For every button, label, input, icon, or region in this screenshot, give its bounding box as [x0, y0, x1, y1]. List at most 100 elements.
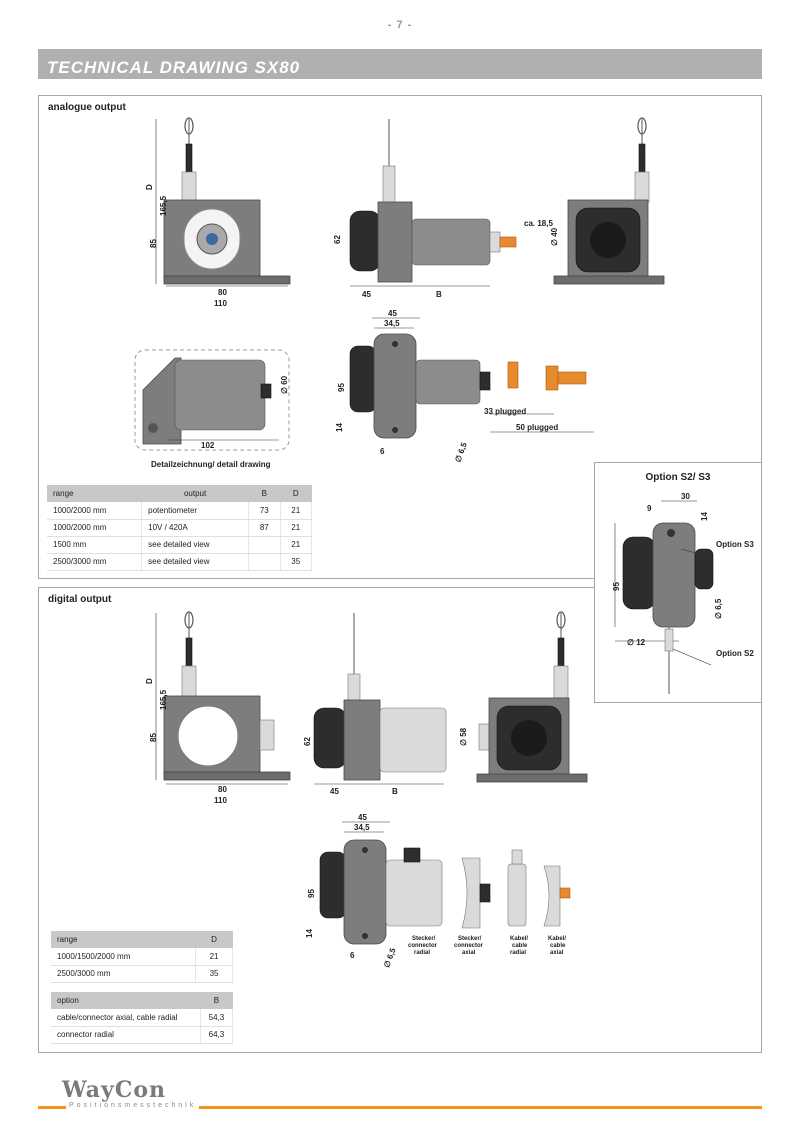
table-cell: 1500 mm — [47, 536, 143, 554]
logo-tagline: Positionsmesstechnik — [66, 1102, 200, 1109]
connector-label-line: axial — [550, 950, 564, 956]
connector-label-line: connector — [408, 943, 438, 949]
digital-dim-62: 62 — [303, 737, 312, 746]
digital-dim-d: D — [145, 678, 154, 684]
digital-dim-14: 14 — [305, 929, 314, 938]
connector-label-line: axial — [462, 950, 476, 956]
analog-dim-14: 14 — [335, 423, 344, 432]
table-cell: 21 — [195, 948, 233, 966]
digital-dim-top345: 34,5 — [354, 823, 370, 832]
table-cell: 21 — [280, 519, 312, 537]
option-s2-s3-box: Option S2/ S3 30 9 14 95 ∅ 6,5 ∅ 12 Opti… — [594, 462, 762, 703]
digital-dim-dia65: ∅ 6,5 — [382, 946, 398, 969]
table-cell — [248, 553, 281, 571]
table-header-cell: B — [200, 992, 233, 1009]
option-dim-dia65: ∅ 6,5 — [714, 598, 723, 619]
digital-rear-view — [476, 611, 588, 783]
analog-section-title: analogue output — [48, 102, 126, 113]
analog-dim-dia40: ∅ 40 — [550, 227, 559, 246]
table-cell: see detailed view — [141, 536, 250, 554]
table-cell: 54,3 — [200, 1009, 234, 1027]
digital-option-table: option B cable/connector axial, cable ra… — [51, 992, 234, 1044]
page-number: - 7 - — [387, 19, 413, 31]
option-dim-30: 30 — [681, 492, 690, 501]
option-dim-14: 14 — [700, 512, 709, 521]
page-title: TECHNICAL DRAWING SX80 — [47, 58, 301, 77]
digital-range-table: range D 1000/1500/2000 mm 21 2500/3000 m… — [51, 931, 233, 983]
option-drawing: 30 9 14 95 ∅ 6,5 ∅ 12 — [612, 492, 723, 694]
digital-dim-80: 80 — [218, 785, 227, 794]
analog-front-view: 165,5 D 85 80 110 — [145, 117, 291, 308]
analog-dim-ca: ca. 18,5 — [524, 219, 553, 228]
connector-label-line: radial — [414, 950, 430, 956]
analog-dim-165: 165,5 — [159, 195, 168, 216]
digital-dim-95: 95 — [307, 889, 316, 898]
table-cell: 2500/3000 mm — [51, 965, 197, 983]
table-cell: 21 — [280, 502, 312, 520]
connector-label-line: cable — [512, 943, 528, 949]
table-header-cell: D — [280, 485, 312, 502]
table-header-row: range output B D — [47, 485, 312, 502]
option-dim-dia12: ∅ 12 — [627, 638, 646, 647]
table-row: cable/connector axial, cable radial 54,3 — [51, 1009, 234, 1027]
table-header-cell: D — [195, 931, 233, 948]
analog-dim-6: 6 — [380, 447, 385, 456]
analog-dim-d: D — [145, 184, 154, 190]
analog-dim-top45: 45 — [388, 309, 397, 318]
analog-section: analogue output 165,5 D 85 80 110 ca. 18… — [38, 95, 762, 579]
table-row: connector radial 64,3 — [51, 1026, 234, 1044]
table-header-cell: output — [141, 485, 249, 502]
connector-label-line: Stecker/ — [458, 936, 482, 942]
table-cell: 10V / 420A — [141, 519, 250, 537]
table-cell: 1000/2000 mm — [47, 519, 143, 537]
table-header-cell: range — [47, 485, 142, 502]
analog-dim-45: 45 — [362, 290, 371, 299]
analog-dim-b: B — [436, 290, 442, 299]
analog-detail-dia60: ∅ 60 — [280, 375, 289, 394]
table-row: 2500/3000 mm 35 — [51, 965, 233, 983]
digital-dim-dia58: ∅ 58 — [459, 727, 468, 746]
digital-dim-45: 45 — [330, 787, 339, 796]
digital-dim-top45: 45 — [358, 813, 367, 822]
table-cell: 1000/2000 mm — [47, 502, 143, 520]
table-cell: see detailed view — [141, 553, 250, 571]
table-cell: potentiometer — [141, 502, 250, 520]
title-bar: TECHNICAL DRAWING SX80 — [38, 49, 762, 79]
table-cell: 35 — [195, 965, 233, 983]
option-dim-9: 9 — [647, 504, 652, 513]
table-cell: 2500/3000 mm — [47, 553, 143, 571]
table-cell: 73 — [248, 502, 281, 520]
analog-plug33: 33 plugged — [484, 407, 526, 416]
waycon-logo: WayCon — [62, 1077, 167, 1103]
analog-connector-view: 45 34,5 95 14 6 ∅ 6,5 33 plugged 50 plug… — [335, 309, 594, 464]
table-row: 1000/2000 mm potentiometer 73 21 — [47, 502, 312, 520]
digital-dim-b: B — [392, 787, 398, 796]
option-dim-95: 95 — [612, 582, 621, 591]
table-header-cell: option — [51, 992, 201, 1009]
digital-front-view: 165,5 D 85 80 110 — [145, 611, 291, 805]
table-cell: 21 — [280, 536, 312, 554]
table-header-row: option B — [51, 992, 233, 1009]
table-row: 1500 mm see detailed view 21 — [47, 536, 312, 554]
footer-accent-line — [38, 1106, 762, 1109]
connector-label-line: Kabel/ — [548, 936, 566, 942]
option-s3-label: Option S3 — [716, 540, 754, 549]
analog-dim-95: 95 — [337, 383, 346, 392]
table-cell: 87 — [248, 519, 281, 537]
connector-label-line: cable — [550, 943, 566, 949]
digital-section-title: digital output — [48, 594, 112, 605]
option-s2-label: Option S2 — [716, 649, 754, 658]
digital-dim-85: 85 — [149, 733, 158, 742]
table-header-cell: B — [248, 485, 280, 502]
analog-range-table: range output B D 1000/2000 mm potentiome… — [47, 485, 312, 571]
table-header-cell: range — [51, 931, 196, 948]
analog-dim-62: 62 — [333, 235, 342, 244]
table-cell: 64,3 — [200, 1026, 234, 1044]
table-header-row: range D — [51, 931, 233, 948]
table-row: 1000/2000 mm 10V / 420A 87 21 — [47, 519, 312, 537]
digital-dim-165: 165,5 — [159, 689, 168, 710]
analog-rear-view — [553, 117, 665, 285]
connector-label-line: Stecker/ — [412, 936, 436, 942]
digital-dim-110: 110 — [214, 796, 227, 805]
analog-side-view: ca. 18,5 ∅ 40 62 45 B — [333, 119, 559, 299]
